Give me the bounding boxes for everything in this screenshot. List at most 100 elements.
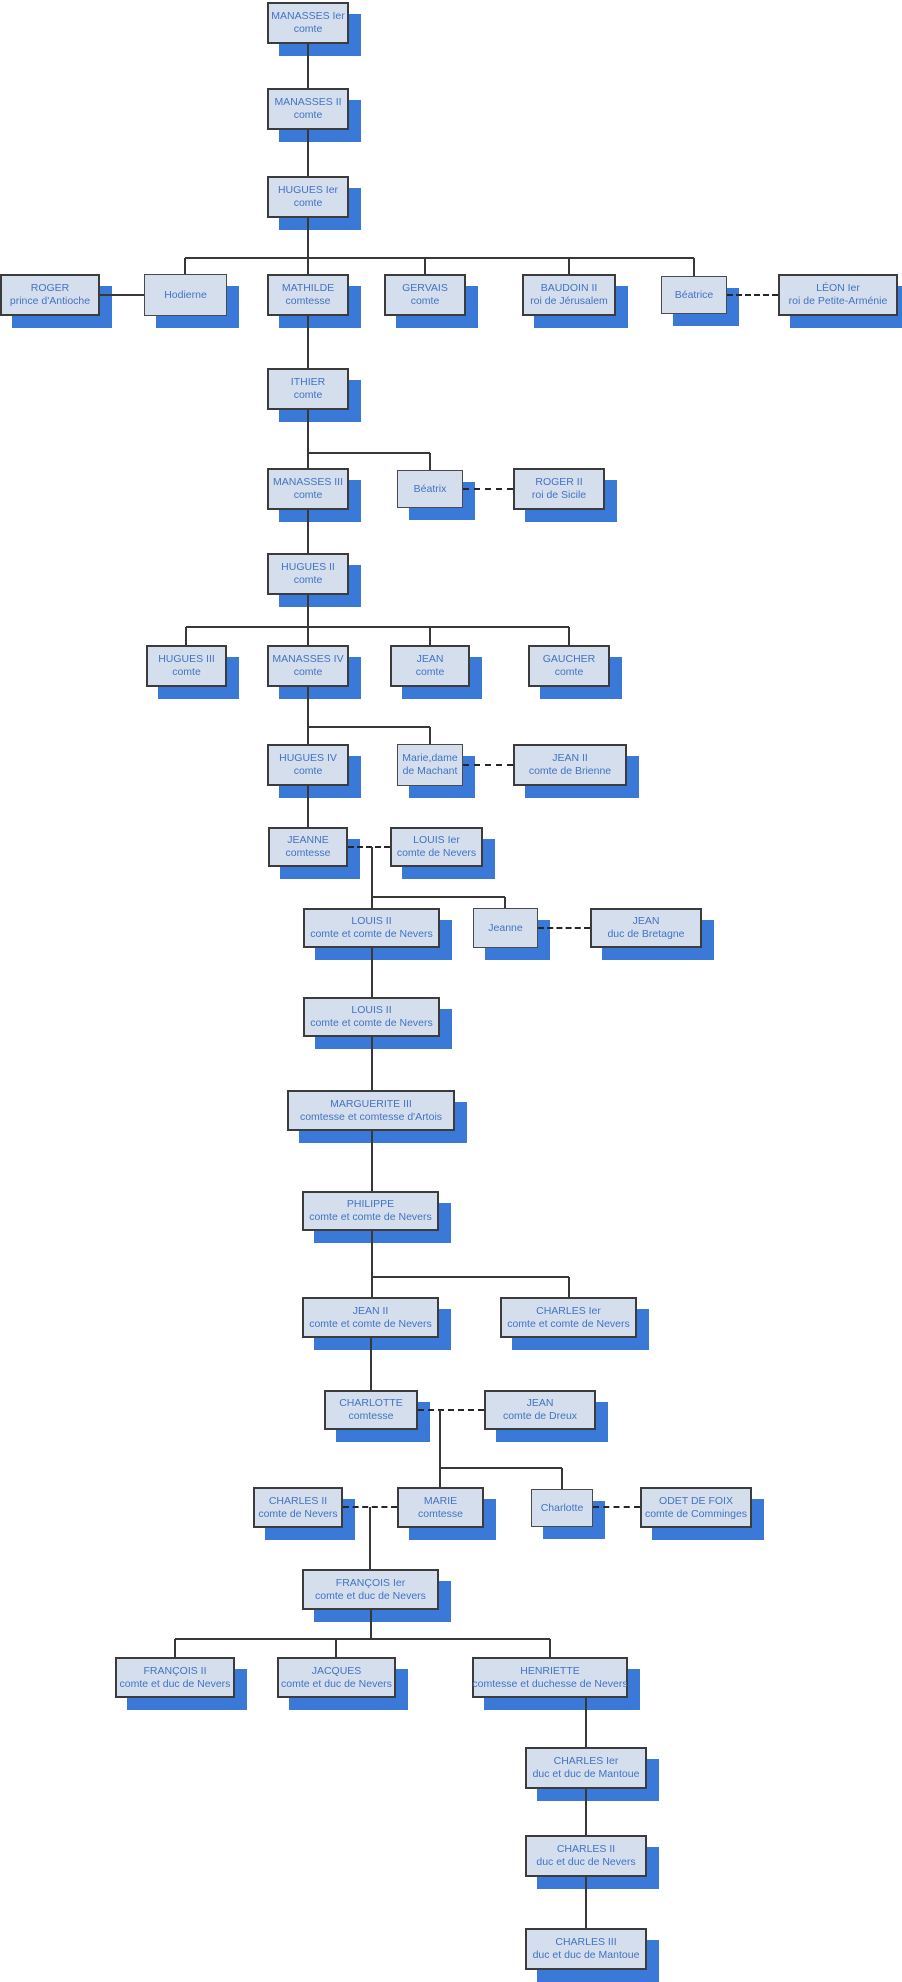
sibling-line bbox=[185, 257, 694, 259]
person-title: comte bbox=[293, 23, 323, 35]
person-name: JEAN II bbox=[552, 752, 588, 764]
person-title: comtesse bbox=[285, 295, 331, 307]
marriage-dashed-line bbox=[593, 1506, 640, 1508]
person-title: comte bbox=[554, 666, 584, 678]
descent-line bbox=[370, 1610, 372, 1639]
sibling-line bbox=[308, 452, 430, 454]
descent-line bbox=[568, 1277, 570, 1297]
descent-line bbox=[307, 510, 309, 553]
descent-line bbox=[429, 627, 431, 645]
person-name: HENRIETTE bbox=[520, 1664, 580, 1677]
descent-line bbox=[184, 258, 186, 274]
person-name: Jeanne bbox=[488, 921, 523, 934]
person-title: comte bbox=[293, 389, 323, 401]
descent-line bbox=[371, 847, 373, 908]
person-name: Béatrice bbox=[674, 288, 714, 301]
person-title: duc et duc de Mantoue bbox=[532, 1768, 640, 1780]
person-title: comte de Nevers bbox=[396, 847, 477, 859]
descent-line bbox=[568, 258, 570, 274]
tree-node: Hodierne bbox=[144, 274, 227, 316]
person-title: comte et duc de Nevers bbox=[315, 1589, 426, 1602]
person-title: duc et duc de Nevers bbox=[536, 1856, 636, 1868]
person-name: MATHILDE bbox=[281, 282, 335, 294]
person-name: GAUCHER bbox=[542, 653, 596, 665]
person-title: comtesse et comtesse d'Artois bbox=[299, 1110, 443, 1123]
person-name: JEAN bbox=[416, 653, 444, 665]
descent-line bbox=[307, 316, 309, 368]
tree-node: Béatrice bbox=[661, 276, 727, 314]
person-name: BAUDOIN II bbox=[540, 282, 598, 294]
person-name: Charlotte bbox=[540, 1501, 584, 1514]
descent-line bbox=[370, 1338, 372, 1390]
person-title: comtesse bbox=[285, 847, 331, 859]
sibling-line bbox=[175, 1638, 550, 1640]
descent-line bbox=[307, 130, 309, 176]
person-name: CHARLES II bbox=[268, 1494, 328, 1507]
descent-line bbox=[369, 1507, 371, 1569]
person-name: ROGER II bbox=[535, 476, 583, 488]
descent-line bbox=[371, 948, 373, 997]
person-title: comte bbox=[293, 765, 323, 777]
person-title: prince d'Antioche bbox=[9, 295, 91, 307]
person-name: FRANÇOIS Ier bbox=[335, 1576, 406, 1589]
person-title: comte et comte de Nevers bbox=[310, 1017, 433, 1029]
person-name: Hodierne bbox=[164, 288, 207, 301]
marriage-dashed-line bbox=[727, 294, 778, 296]
person-name: LOUIS Ier bbox=[413, 834, 460, 846]
person-name: JACQUES bbox=[311, 1664, 362, 1677]
person-title: comte bbox=[410, 295, 440, 307]
descent-line bbox=[429, 727, 431, 744]
person-name: Béatrix bbox=[413, 482, 447, 495]
person-title: roi de Sicile bbox=[531, 489, 587, 501]
descent-line bbox=[307, 44, 309, 88]
person-name: LOUIS II bbox=[351, 1004, 392, 1016]
person-name: HUGUES IV bbox=[279, 752, 337, 764]
sibling-line bbox=[308, 726, 430, 728]
descent-line bbox=[371, 1037, 373, 1090]
person-title: comtesse bbox=[418, 1507, 463, 1520]
person-title: comte et comte de Nevers bbox=[507, 1317, 630, 1330]
person-title: comte bbox=[293, 574, 323, 586]
person-title: comte bbox=[293, 109, 323, 121]
person-title: comte et duc de Nevers bbox=[281, 1677, 392, 1690]
sibling-line bbox=[372, 896, 505, 898]
descent-line bbox=[429, 453, 431, 470]
descent-line bbox=[307, 218, 309, 274]
person-name: MANASSES III bbox=[272, 476, 344, 488]
person-title: comte bbox=[172, 666, 201, 678]
person-name: JEAN bbox=[632, 915, 660, 927]
person-title: comte bbox=[293, 666, 323, 678]
descent-line bbox=[307, 410, 309, 468]
person-name: CHARLES III bbox=[555, 1936, 617, 1948]
person-title: de Machant bbox=[402, 765, 458, 777]
person-name: JEAN II bbox=[352, 1304, 389, 1317]
tree-node: Jeanne bbox=[473, 908, 538, 948]
person-title: comte de Nevers bbox=[258, 1507, 338, 1520]
person-name: JEAN bbox=[526, 1397, 554, 1409]
person-name: PHILIPPE bbox=[346, 1198, 395, 1210]
person-name: CHARLES II bbox=[556, 1843, 616, 1855]
